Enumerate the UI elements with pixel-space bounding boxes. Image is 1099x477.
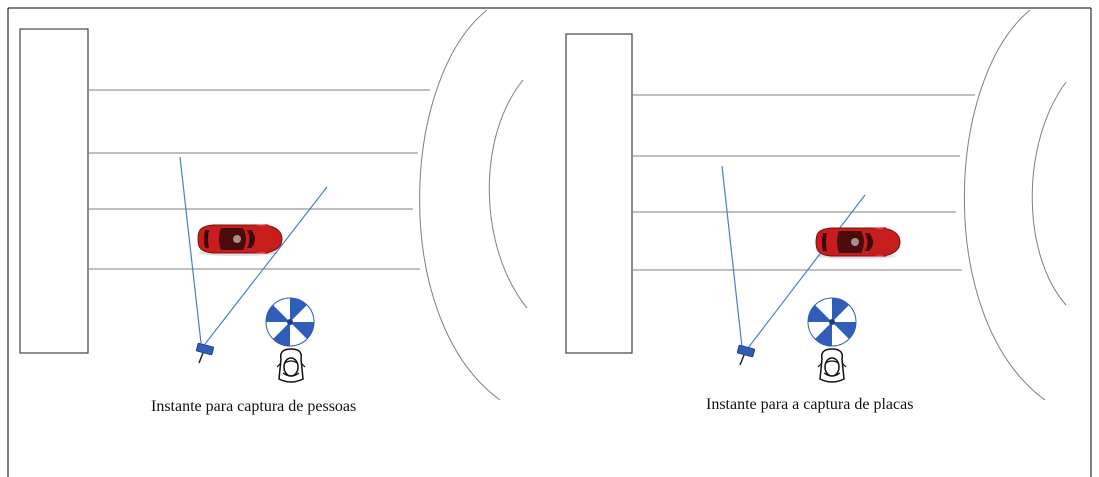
camera-icon — [736, 344, 756, 366]
person-icon — [817, 348, 847, 383]
camera-ray — [747, 194, 866, 349]
road-curve — [419, 9, 501, 401]
car-icon — [815, 226, 901, 260]
camera-ray — [721, 165, 743, 348]
caption-plate-capture: Instante para a captura de placas — [706, 396, 914, 413]
panel-right — [565, 9, 1067, 401]
person-icon — [276, 348, 306, 383]
umbrella-icon — [265, 297, 315, 347]
camera-ray — [179, 156, 202, 344]
umbrella-icon — [807, 297, 857, 347]
caption-people-capture: Instante para captura de pessoas — [151, 398, 357, 415]
camera-ray — [204, 186, 328, 345]
road-curve — [1031, 81, 1067, 306]
panel-left — [19, 9, 528, 401]
road-curve — [963, 9, 1046, 401]
camera-icon — [195, 342, 215, 364]
car-icon — [197, 223, 283, 257]
building-block — [565, 33, 633, 354]
road-curve — [488, 79, 528, 309]
building-block — [19, 28, 89, 354]
